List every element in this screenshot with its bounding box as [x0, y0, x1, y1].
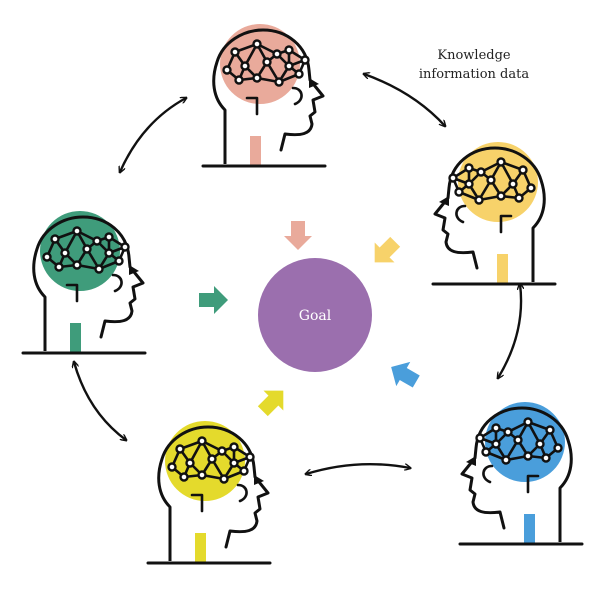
- arrow-to-goal-icon: [391, 361, 420, 388]
- knowledge-caption: Knowledge information data: [404, 46, 544, 84]
- double-headed-arrow-icon: [306, 462, 410, 474]
- head-top: [201, 24, 327, 168]
- goal-label: Goal: [299, 308, 332, 324]
- head-bottom-left: [146, 421, 272, 565]
- head-bottom-right: [458, 402, 584, 546]
- caption-line-2: information data: [418, 67, 530, 82]
- head-left: [21, 211, 147, 355]
- arrow-to-goal-icon: [257, 390, 284, 417]
- double-headed-arrow-icon: [498, 284, 521, 378]
- arrow-to-goal-icon: [199, 286, 228, 314]
- double-headed-arrow-icon: [120, 98, 186, 172]
- double-headed-arrow-icon: [364, 74, 445, 126]
- arrow-to-goal-icon: [284, 221, 312, 250]
- caption-line-1: Knowledge: [437, 48, 511, 63]
- goal-node: Goal: [258, 258, 372, 372]
- goal-circle: [258, 258, 372, 372]
- double-headed-arrow-icon: [74, 362, 126, 440]
- head-right-upper: [431, 142, 557, 286]
- arrow-to-goal-icon: [374, 236, 401, 263]
